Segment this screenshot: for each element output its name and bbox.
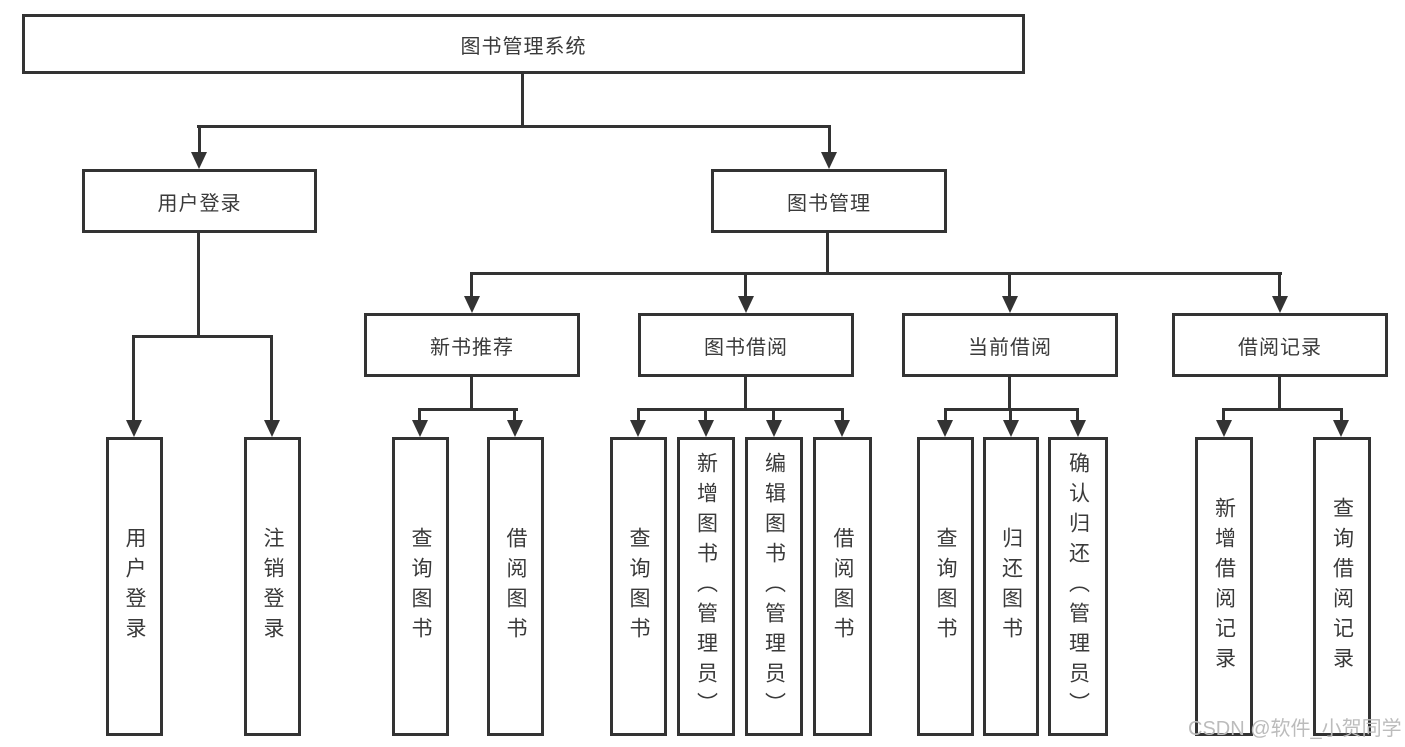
leaf-current-query-book-label: 查询图书: [934, 526, 957, 647]
leaf-borrow-query-book-label: 查询图书: [627, 526, 650, 647]
connector-arrow-shaft: [418, 408, 421, 421]
leaf-logout-label: 注销登录: [261, 526, 284, 647]
leaf-recommend-borrow-book: 借阅图书: [487, 437, 544, 736]
connector-module-rail: [418, 408, 518, 411]
node-user-login-branch-label: 用户登录: [157, 192, 242, 215]
leaf-add-book-admin: 新增图书（管理员）: [677, 437, 735, 736]
connector-arrow-shaft: [772, 408, 775, 421]
leaf-confirm-return-admin-label: 确认归还（管理员）: [1066, 451, 1090, 722]
arrow-down-icon: [1070, 420, 1086, 437]
node-borrow-records: 借阅记录: [1172, 313, 1388, 377]
leaf-return-book-label: 归还图书: [999, 526, 1023, 647]
node-user-login-branch: 用户登录: [82, 169, 317, 233]
arrow-down-icon: [834, 420, 850, 437]
connector-arrow-shaft: [270, 335, 273, 421]
arrow-down-icon: [412, 420, 428, 437]
leaf-logout: 注销登录: [244, 437, 301, 736]
connector-arrow-shaft: [637, 408, 640, 421]
arrow-down-icon: [264, 420, 280, 437]
connector-module-rail: [1222, 408, 1343, 411]
node-current-borrow: 当前借阅: [902, 313, 1118, 377]
connector-user-branch-stub: [197, 233, 200, 335]
node-root: 图书管理系统: [22, 14, 1025, 74]
node-book-borrow: 图书借阅: [638, 313, 854, 377]
leaf-query-borrow-record: 查询借阅记录: [1313, 437, 1371, 736]
node-new-book-recommend: 新书推荐: [364, 313, 580, 377]
node-book-borrow-label: 图书借阅: [704, 336, 788, 359]
arrow-down-icon: [1216, 420, 1232, 437]
connector-arrow-shaft: [841, 408, 844, 421]
node-root-label: 图书管理系统: [460, 35, 587, 58]
leaf-user-login-label: 用户登录: [123, 526, 146, 647]
connector-arrow-shaft: [828, 125, 831, 153]
connector-level2-rail: [470, 272, 1282, 275]
leaf-edit-book-admin-label: 编辑图书（管理员）: [762, 451, 786, 722]
leaf-recommend-query-book-label: 查询图书: [409, 526, 432, 647]
connector-root-stub: [521, 74, 524, 125]
connector-book-branch-stub: [826, 233, 829, 272]
leaf-current-query-book: 查询图书: [917, 437, 974, 736]
leaf-recommend-borrow-book-label: 借阅图书: [504, 526, 527, 647]
arrow-down-icon: [126, 420, 142, 437]
node-borrow-records-label: 借阅记录: [1238, 336, 1322, 359]
leaf-recommend-query-book: 查询图书: [392, 437, 449, 736]
connector-arrow-shaft: [1076, 408, 1079, 421]
connector-user-branch-rail: [132, 335, 273, 338]
leaf-borrow-book: 借阅图书: [813, 437, 872, 736]
arrow-down-icon: [937, 420, 953, 437]
connector-module-stub: [470, 377, 473, 408]
connector-arrow-shaft: [513, 408, 516, 421]
arrow-down-icon: [464, 296, 480, 313]
arrow-down-icon: [738, 296, 754, 313]
leaf-add-borrow-record: 新增借阅记录: [1195, 437, 1253, 736]
node-new-book-recommend-label: 新书推荐: [430, 336, 514, 359]
arrow-down-icon: [1333, 420, 1349, 437]
arrow-down-icon: [821, 152, 837, 169]
connector-module-stub: [744, 377, 747, 408]
arrow-down-icon: [191, 152, 207, 169]
arrow-down-icon: [766, 420, 782, 437]
node-book-management-branch: 图书管理: [711, 169, 947, 233]
arrow-down-icon: [1002, 296, 1018, 313]
leaf-return-book: 归还图书: [983, 437, 1039, 736]
node-current-borrow-label: 当前借阅: [968, 336, 1052, 359]
connector-arrow-shaft: [1222, 408, 1225, 421]
leaf-edit-book-admin: 编辑图书（管理员）: [745, 437, 803, 736]
connector-module-rail: [637, 408, 844, 411]
connector-arrow-shaft: [132, 335, 135, 421]
leaf-user-login: 用户登录: [106, 437, 163, 736]
node-book-management-branch-label: 图书管理: [787, 192, 871, 215]
leaf-borrow-book-label: 借阅图书: [831, 526, 854, 647]
arrow-down-icon: [507, 420, 523, 437]
connector-level1-rail: [197, 125, 831, 128]
connector-arrow-shaft: [198, 125, 201, 153]
arrow-down-icon: [1003, 420, 1019, 437]
leaf-add-book-admin-label: 新增图书（管理员）: [694, 451, 718, 722]
csdn-watermark: CSDN @软件_小贺同学: [1188, 718, 1402, 740]
connector-arrow-shaft: [1340, 408, 1343, 421]
leaf-query-borrow-record-label: 查询借阅记录: [1330, 496, 1354, 677]
connector-arrow-shaft: [1278, 272, 1281, 297]
connector-arrow-shaft: [470, 272, 473, 297]
connector-module-stub: [1278, 377, 1281, 408]
arrow-down-icon: [630, 420, 646, 437]
leaf-borrow-query-book: 查询图书: [610, 437, 667, 736]
connector-arrow-shaft: [744, 272, 747, 297]
connector-arrow-shaft: [1009, 408, 1012, 421]
connector-arrow-shaft: [944, 408, 947, 421]
arrow-down-icon: [1272, 296, 1288, 313]
leaf-add-borrow-record-label: 新增借阅记录: [1212, 496, 1236, 677]
connector-module-stub: [1008, 377, 1011, 408]
connector-arrow-shaft: [704, 408, 707, 421]
leaf-confirm-return-admin: 确认归还（管理员）: [1048, 437, 1108, 736]
arrow-down-icon: [698, 420, 714, 437]
connector-arrow-shaft: [1008, 272, 1011, 297]
